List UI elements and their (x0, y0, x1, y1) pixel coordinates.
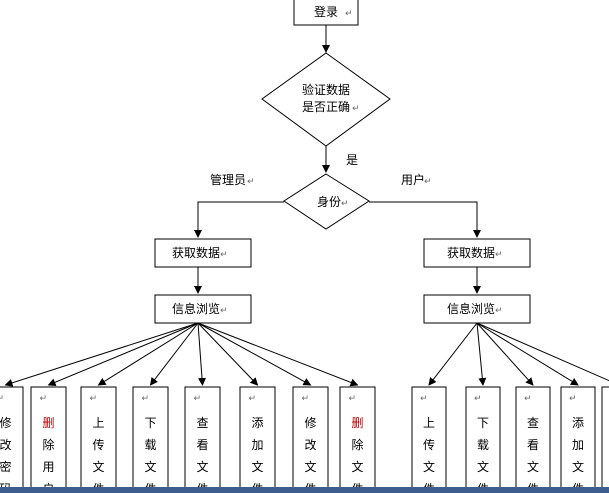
edge-identity-admin (194, 201, 284, 238)
svg-text:↵: ↵ (247, 177, 255, 187)
admin-action-label-4: 下载文件 (144, 416, 156, 493)
admin-action-box-4 (132, 386, 169, 493)
svg-text:↵: ↵ (495, 306, 503, 316)
admin-get-data-label: 获取数据 (172, 245, 220, 260)
svg-text:↵: ↵ (302, 394, 310, 404)
admin-action-box-1 (0, 386, 24, 493)
user-browse-box (423, 294, 531, 324)
identity-diamond (283, 173, 370, 230)
user-action-arrow-5 (476, 322, 609, 382)
login-box (293, 0, 359, 26)
svg-text:↵: ↵ (341, 199, 349, 209)
admin-action-box-5 (184, 386, 221, 493)
identity-label: 身份 (317, 194, 341, 209)
admin-action-box-8 (339, 386, 376, 493)
edge-label-admin: 管理员 (210, 172, 246, 187)
admin-browse-label: 信息浏览 (172, 301, 220, 316)
bottom-bar (0, 487, 609, 493)
svg-text:↵: ↵ (249, 394, 257, 404)
user-action-arrow-2 (476, 322, 487, 386)
admin-action-arrow-7 (197, 322, 312, 386)
svg-text:↵: ↵ (424, 177, 432, 187)
admin-action-box-7 (292, 386, 329, 493)
user-action-arrow-4 (476, 322, 579, 386)
admin-action-arrow-8 (197, 322, 359, 387)
svg-text:↵: ↵ (220, 250, 228, 260)
admin-action-arrow-6 (197, 322, 259, 386)
admin-browse-box (154, 294, 252, 324)
verify-label-line2: 是否正确 (302, 100, 350, 114)
user-action-arrow-3 (476, 322, 534, 386)
svg-text:↵: ↵ (345, 9, 353, 19)
svg-text:↵: ↵ (420, 394, 428, 404)
admin-action-arrow-2 (47, 322, 199, 387)
svg-text:↵: ↵ (90, 394, 98, 404)
user-action-box-3 (515, 386, 551, 493)
svg-text:↵: ↵ (524, 394, 532, 404)
user-browse-label: 信息浏览 (447, 301, 495, 316)
svg-text:↵: ↵ (194, 394, 202, 404)
user-action-box-4 (560, 386, 596, 493)
edge-label-yes: 是 (346, 153, 358, 167)
user-actions-group: ↵上传文件↵下载文件↵查看文件↵添加文件↵ (411, 322, 609, 493)
svg-text:↵: ↵ (40, 394, 48, 404)
admin-action-label-2: 删除用户 (42, 416, 54, 493)
admin-action-box-6 (239, 386, 276, 493)
admin-action-arrow-3 (97, 322, 199, 386)
user-action-box-2 (465, 386, 501, 493)
edge-identity-user (369, 201, 481, 238)
svg-text:↵: ↵ (349, 394, 357, 404)
login-label: 登录 (314, 4, 338, 19)
admin-actions-group: ↵修改密码↵删除用户↵上传文件↵下载文件↵查看文件↵添加文件↵修改文件↵删除文件 (0, 322, 376, 493)
admin-action-box-3 (80, 386, 117, 493)
user-get-data-box (423, 238, 531, 268)
admin-action-box-2 (30, 386, 67, 493)
admin-action-arrow-4 (149, 322, 199, 386)
svg-text:↵: ↵ (569, 394, 577, 404)
svg-text:↵: ↵ (142, 394, 150, 404)
admin-action-arrow-5 (197, 322, 206, 386)
user-action-box-1 (411, 386, 447, 493)
admin-get-data-box (154, 238, 252, 268)
admin-action-label-8: 删除文件 (351, 416, 363, 493)
svg-text:↵: ↵ (0, 394, 4, 404)
user-action-box-5 (601, 386, 609, 493)
svg-text:↵: ↵ (220, 306, 228, 316)
svg-text:↵: ↵ (495, 250, 503, 260)
svg-text:↵: ↵ (474, 394, 482, 404)
svg-text:↵: ↵ (352, 104, 360, 114)
admin-action-arrow-1 (4, 322, 199, 387)
user-action-arrow-1 (428, 322, 478, 386)
verify-label-line1: 验证数据 (302, 82, 350, 97)
edge-label-user: 用户 (401, 172, 425, 187)
user-get-data-label: 获取数据 (447, 245, 495, 260)
